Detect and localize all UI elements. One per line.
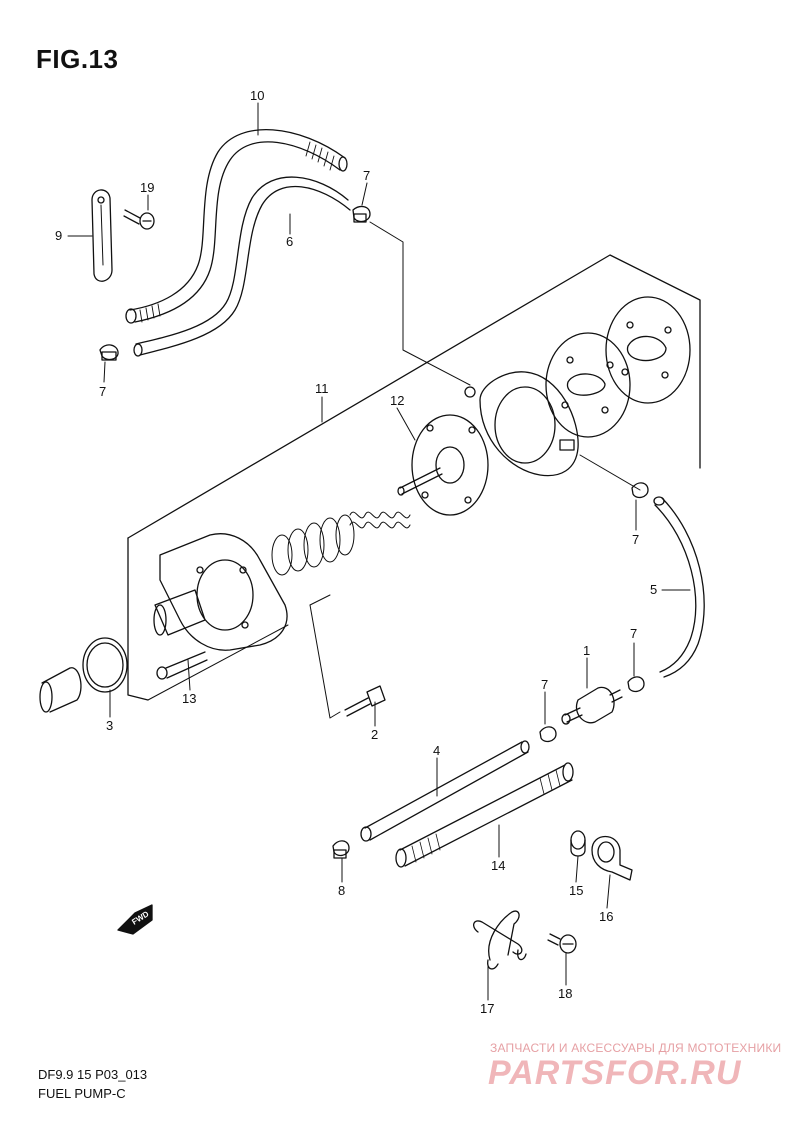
callout-7-c: 7 <box>632 532 639 547</box>
watermark-logo: PARTSFOR.RU <box>488 1054 742 1092</box>
callout-4: 4 <box>433 743 440 758</box>
fwd-arrow-icon: FWD <box>117 904 153 935</box>
diagram-name: FUEL PUMP-C <box>38 1086 126 1101</box>
bracket-9 <box>91 189 113 282</box>
callout-18: 18 <box>558 986 572 1001</box>
callout-2: 2 <box>371 727 378 742</box>
callout-15: 15 <box>569 883 583 898</box>
spring-small <box>349 511 411 529</box>
valve-plate <box>605 296 691 404</box>
callout-leaders <box>67 102 691 1001</box>
spring-large <box>271 514 355 576</box>
callout-7-a: 7 <box>363 168 370 183</box>
callout-13: 13 <box>182 691 196 706</box>
callout-11: 11 <box>315 381 329 396</box>
gasket-diaphragm <box>545 332 631 438</box>
clip-7-d <box>627 676 645 693</box>
screw-19 <box>123 209 155 230</box>
bolt-2 <box>344 685 386 717</box>
callout-5: 5 <box>650 582 657 597</box>
clip-7-c <box>631 482 649 499</box>
filter-cup <box>39 667 82 713</box>
clamp-16 <box>591 835 633 881</box>
callout-labels: 10 19 9 7 6 7 11 12 7 5 7 1 7 3 13 2 4 1… <box>55 88 657 1016</box>
callout-16: 16 <box>599 909 613 924</box>
screw-13 <box>156 651 208 680</box>
assembly-11-frame <box>127 254 701 701</box>
callout-17: 17 <box>480 1001 494 1016</box>
pump-cover <box>464 371 579 477</box>
callout-9: 9 <box>55 228 62 243</box>
leader-guides <box>309 221 641 719</box>
callout-12: 12 <box>390 393 404 408</box>
callout-10: 10 <box>250 88 264 103</box>
callout-14: 14 <box>491 858 505 873</box>
diaphragm-12 <box>397 414 489 516</box>
diagram-code: DF9.9 15 P03_013 <box>38 1067 148 1082</box>
clip-7-e <box>539 726 557 743</box>
callout-7-b: 7 <box>99 384 106 399</box>
pump-housing <box>153 533 288 651</box>
clip-8 <box>332 840 350 859</box>
callout-19: 19 <box>140 180 154 195</box>
fuel-pump-1 <box>561 686 623 725</box>
o-ring-3 <box>82 637 128 693</box>
callout-6: 6 <box>286 234 293 249</box>
hose-6 <box>133 176 351 357</box>
hose-4 <box>360 740 530 842</box>
clip-7-b <box>99 344 119 361</box>
spring-clip-17 <box>473 910 527 970</box>
hose-10 <box>125 129 348 324</box>
callout-7-d: 7 <box>630 626 637 641</box>
hose-14 <box>395 762 574 868</box>
callout-1: 1 <box>583 643 590 658</box>
callout-3: 3 <box>106 718 113 733</box>
figure-title: FIG.13 <box>36 44 119 74</box>
callout-7-e: 7 <box>541 677 548 692</box>
callout-8: 8 <box>338 883 345 898</box>
hose-5 <box>653 496 705 678</box>
collar-15 <box>570 830 586 857</box>
clip-7-a <box>352 205 371 223</box>
watermark-tagline: ЗАПЧАСТИ И АКСЕССУАРЫ ДЛЯ МОТОТЕХНИКИ <box>490 1041 782 1055</box>
screw-18 <box>547 933 577 954</box>
